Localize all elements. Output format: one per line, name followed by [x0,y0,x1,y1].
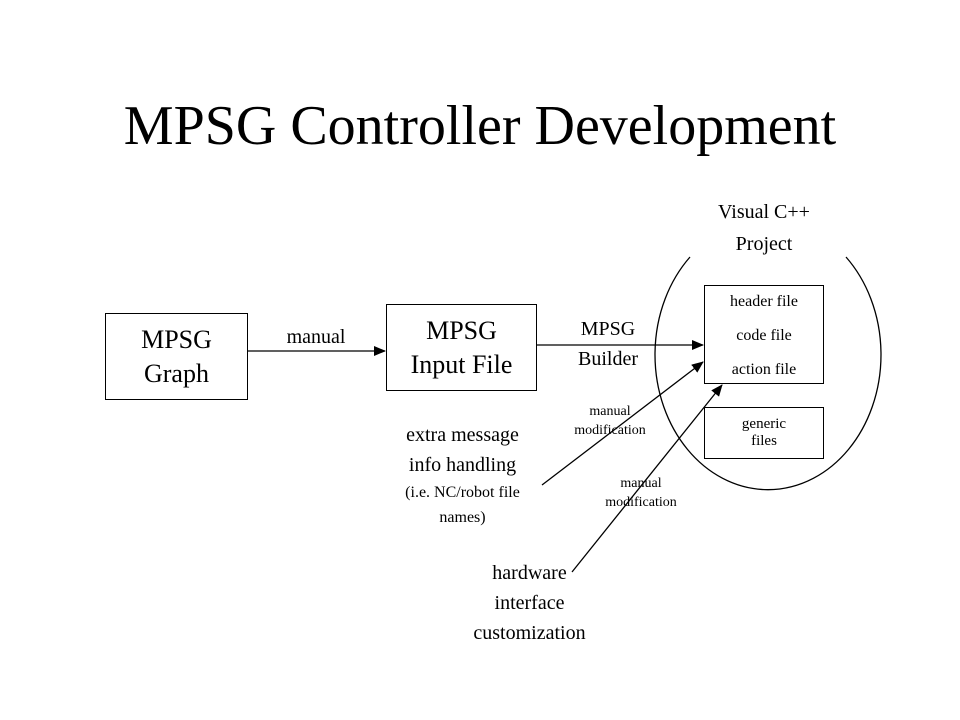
extra-message-label: extra message info handling (i.e. NC/rob… [370,420,555,530]
hardware-line1: hardware [492,562,567,584]
manual-mod2-line2: modification [605,495,677,510]
manual-mod1-line1: manual [589,404,631,419]
mpsg-builder-line1: MPSG [580,318,636,340]
generic-files-line2: files [751,433,777,449]
mpsg-builder-label: MPSG Builder [553,314,663,374]
generic-files-line1: generic [741,416,787,432]
visual-cpp-line2: Project [735,233,793,255]
extra-message-line2: info handling [408,454,517,476]
manual-modification-label-2: manual modification [583,474,699,512]
hardware-interface-label: hardware interface customization [432,558,627,648]
mpsg-graph-line1: MPSG [141,324,212,354]
visual-cpp-line1: Visual C++ [718,201,810,223]
hardware-line3: customization [473,622,586,644]
extra-message-line4: names) [439,509,486,526]
header-file-label: header file [730,292,798,310]
mpsg-graph-line2: Graph [144,358,209,388]
generic-files-box: generic files [704,407,824,459]
action-file-label: action file [731,360,797,378]
manual-mod2-line1: manual [620,476,662,491]
project-files-box: header file code file action file [704,285,824,384]
slide-title: MPSG Controller Development [123,95,837,157]
extra-message-line1: extra message [406,424,519,446]
mpsg-graph-box: MPSG Graph [105,313,248,400]
mpsg-builder-line2: Builder [578,348,638,370]
arrow-extra-message [541,361,704,486]
visual-cpp-project-label: Visual C++ Project [679,196,849,260]
project-enclosure-arc [654,256,882,491]
manual-modification-label-1: manual modification [555,402,665,440]
manual-label: manual [286,326,346,348]
mpsg-input-file-box: MPSG Input File [386,304,537,391]
hardware-line2: interface [494,592,565,614]
arrow-hardware [571,384,723,573]
code-file-label: code file [736,326,792,344]
mpsg-input-line1: MPSG [426,315,497,345]
manual-mod1-line2: modification [574,423,646,438]
extra-message-line3: (i.e. NC/robot file [405,484,520,501]
mpsg-input-line2: Input File [410,349,513,379]
